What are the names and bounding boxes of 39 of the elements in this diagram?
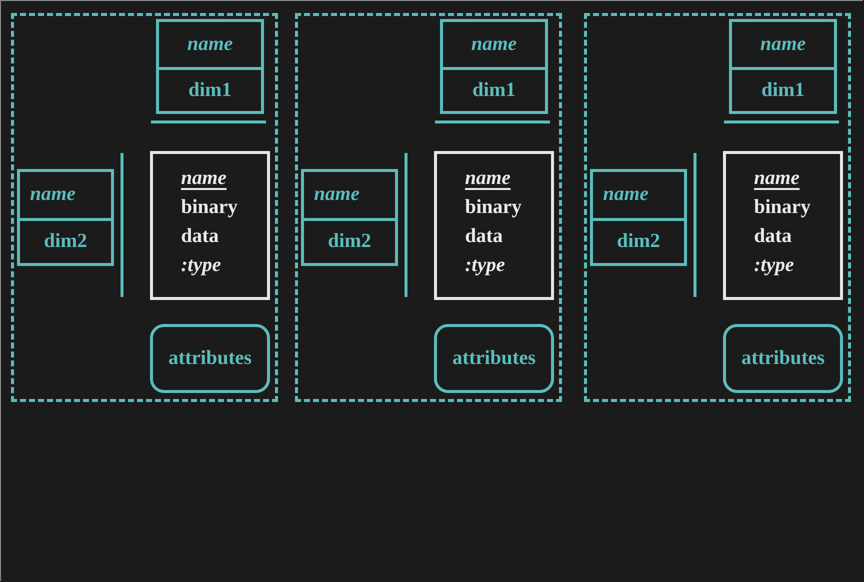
dimension-table (440, 19, 548, 114)
name-label: name (181, 166, 227, 191)
dimension-table (301, 169, 398, 266)
name-label: name (471, 32, 517, 56)
dimension-label: dim1 (188, 78, 232, 102)
name-label: name (465, 166, 511, 191)
dimension-table (17, 169, 114, 266)
dashed-group-frame (11, 13, 278, 402)
data-label: binary data (465, 195, 523, 249)
attributes-label: attributes (741, 347, 825, 370)
type-label: :type (181, 253, 221, 278)
name-label: name (603, 183, 649, 206)
dimension-label: dim2 (44, 230, 88, 254)
dashed-group-frame (295, 13, 562, 402)
rounded-box (723, 324, 843, 393)
name-label: name (754, 166, 800, 191)
dimension-table (590, 169, 687, 266)
rounded-box (150, 324, 270, 393)
name-label: name (760, 32, 806, 56)
data-label: binary data (754, 195, 812, 249)
dimension-table (729, 19, 837, 114)
data-label: binary data (181, 195, 239, 249)
attributes-label: attributes (452, 347, 536, 370)
dimension-label: dim1 (472, 78, 516, 102)
data-box (723, 151, 843, 300)
name-label: name (314, 183, 360, 206)
dimension-label: dim2 (328, 230, 372, 254)
dimension-label: dim2 (616, 230, 660, 254)
type-label: :type (754, 253, 794, 278)
dashed-group-frame (584, 13, 851, 402)
name-label: name (187, 32, 233, 56)
data-box (434, 151, 554, 300)
attributes-label: attributes (168, 347, 252, 370)
type-label: :type (465, 253, 505, 278)
dimension-label: dim1 (761, 78, 805, 102)
data-box (150, 151, 270, 300)
rounded-box (434, 324, 554, 393)
name-label: name (30, 183, 76, 206)
dimension-table (156, 19, 264, 114)
